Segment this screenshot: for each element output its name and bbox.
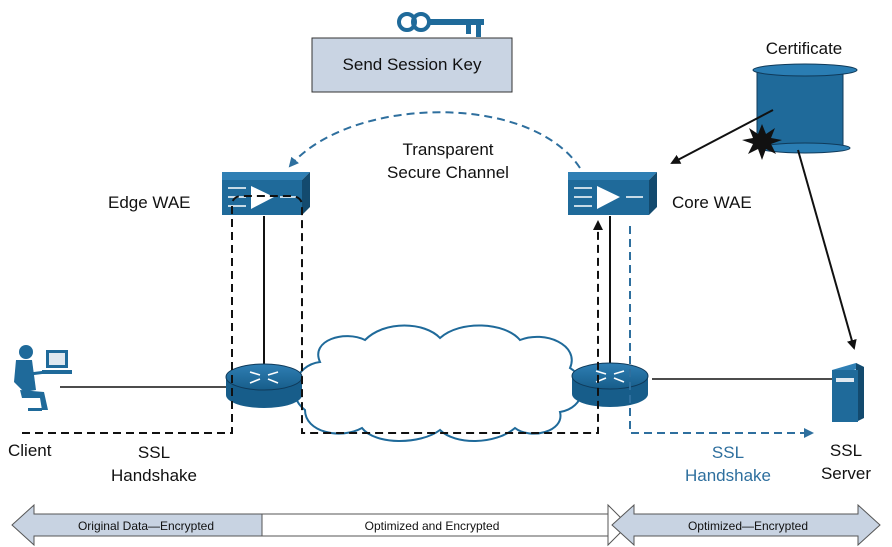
client-label: Client [8,441,52,460]
channel-label-line1: Transparent [402,140,493,159]
handshake-left-line2: Handshake [111,466,197,485]
edge-router [225,363,303,408]
session-key-box: Send Session Key [311,37,513,93]
bar-left-label: Original Data—Encrypted [78,519,214,533]
secure-channel-arrow [288,111,581,169]
key-icon [397,12,484,37]
channel-label-line2: Secure Channel [387,163,509,182]
edge-wae-device [222,172,310,215]
server-label-line2: Server [821,464,871,483]
certificate-burst-icon [742,124,782,160]
bar-right-label: Optimized—Encrypted [688,519,808,533]
certificate-icon [752,63,858,154]
core-router [571,362,649,407]
certificate-to-core-arrow [670,109,774,164]
certificate-to-server-arrow [797,149,857,350]
server-icon [832,363,864,422]
session-key-label: Send Session Key [343,55,482,74]
client-user-icon [14,345,72,411]
core-wae-label: Core WAE [672,193,752,212]
edge-wae-label: Edge WAE [108,193,191,212]
handshake-right-line2: Handshake [685,466,771,485]
server-label-line1: SSL [830,441,862,460]
wan-cloud [293,324,584,442]
server-ssl-path [629,226,814,438]
encryption-legend-bar: Original Data—Encrypted Optimized and En… [11,503,881,547]
core-wae-device [568,172,657,215]
client-ssl-path [22,195,603,434]
bar-middle-label: Optimized and Encrypted [365,519,500,533]
bar-right-segment [611,503,881,547]
certificate-label: Certificate [766,39,843,58]
handshake-left-line1: SSL [138,443,170,462]
handshake-right-line1: SSL [712,443,744,462]
